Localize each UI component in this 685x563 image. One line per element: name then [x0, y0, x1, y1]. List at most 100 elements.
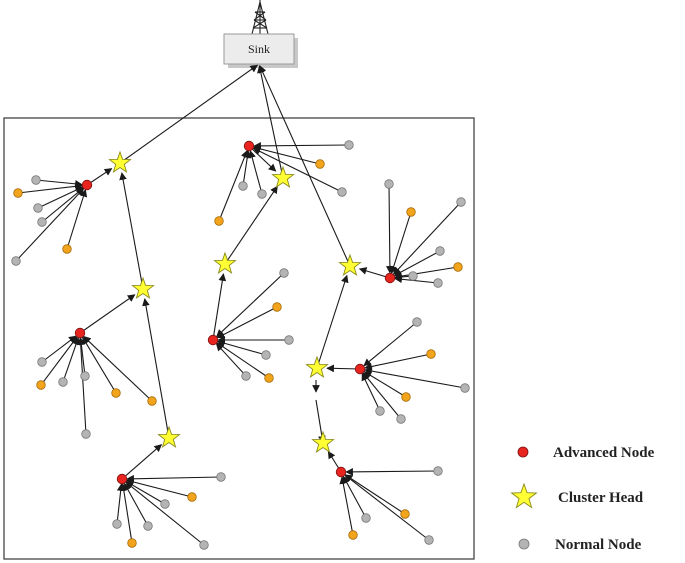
normal-node	[337, 187, 347, 197]
normal-node	[375, 406, 385, 416]
yellow-star-icon	[510, 482, 538, 509]
normal-node	[112, 519, 122, 529]
normal-node	[13, 188, 23, 198]
advanced-node	[81, 179, 93, 191]
normal-node	[456, 197, 466, 207]
head-to-head-link	[142, 298, 170, 439]
normal-node	[257, 189, 267, 199]
normal-node	[400, 509, 410, 519]
normal-node	[62, 244, 72, 254]
normal-node	[199, 540, 209, 550]
sink: Sink	[223, 0, 298, 68]
normal-node	[127, 538, 137, 548]
normal-to-advanced-link	[17, 182, 83, 194]
normal-to-advanced-link	[248, 150, 263, 195]
normal-node	[408, 271, 418, 281]
normal-to-advanced-link	[362, 372, 402, 420]
normal-node	[36, 380, 46, 390]
cluster-head	[108, 150, 132, 173]
normal-to-advanced-link	[392, 201, 462, 275]
sink-box	[223, 33, 295, 65]
normal-to-advanced-link	[40, 336, 78, 386]
normal-to-advanced-link	[216, 306, 278, 339]
normal-node	[37, 357, 47, 367]
normal-to-advanced-link	[126, 474, 222, 483]
head-to-sink-link	[119, 64, 258, 164]
normal-node	[460, 383, 470, 393]
normal-node	[315, 159, 325, 169]
cluster-head	[271, 165, 295, 188]
advanced-to-head-link	[212, 273, 227, 341]
advanced-node	[116, 473, 128, 485]
normal-to-advanced-link	[216, 342, 270, 379]
normal-to-advanced-link	[126, 478, 193, 498]
normal-to-advanced-link	[15, 188, 85, 262]
advanced-node	[335, 466, 347, 478]
normal-node	[435, 246, 445, 256]
normal-node	[37, 217, 47, 227]
normal-to-advanced-link	[252, 147, 343, 193]
normal-node	[31, 175, 41, 185]
advanced-to-head-link	[79, 294, 136, 334]
normal-to-advanced-link	[35, 179, 83, 188]
normal-to-advanced-link	[363, 371, 407, 398]
sensor-field-boundary	[3, 117, 475, 560]
legend-item-normal-node: Normal Node	[518, 537, 642, 553]
normal-node	[424, 535, 434, 545]
cluster-head	[311, 430, 335, 453]
normal-node	[401, 392, 411, 402]
normal-to-advanced-link	[386, 183, 394, 274]
normal-node	[160, 499, 170, 509]
legend: Advanced Node Cluster Head Normal Node	[510, 445, 655, 553]
normal-node	[216, 472, 226, 482]
sink-label: Sink	[248, 42, 270, 56]
advanced-node	[384, 272, 396, 284]
normal-node	[412, 317, 422, 327]
normal-to-advanced-link	[344, 474, 430, 541]
normal-to-advanced-link	[123, 482, 149, 527]
normal-node	[187, 492, 197, 502]
normal-to-advanced-link	[218, 149, 249, 222]
head-to-head-link	[224, 185, 278, 265]
network-links	[15, 64, 466, 546]
legend-item-advanced-node: Advanced Node	[517, 445, 655, 461]
advanced-node	[207, 334, 219, 346]
normal-node	[453, 262, 463, 272]
normal-to-advanced-link	[66, 189, 88, 250]
normal-to-advanced-link	[394, 266, 459, 280]
normal-to-advanced-link	[82, 336, 117, 394]
red-circle-icon	[517, 446, 529, 458]
normal-to-advanced-link	[125, 481, 205, 546]
normal-node	[348, 530, 358, 540]
normal-to-advanced-link	[253, 142, 350, 150]
normal-to-advanced-link	[394, 275, 439, 284]
normal-node	[433, 466, 443, 476]
normal-node	[241, 371, 251, 381]
gray-circle-icon	[518, 538, 530, 550]
normal-to-advanced-link	[339, 476, 354, 536]
head-to-sink-link	[259, 65, 351, 267]
normal-to-advanced-link	[393, 250, 441, 277]
cluster-head	[213, 251, 237, 274]
legend-label-advanced: Advanced Node	[553, 445, 655, 461]
cluster-head	[131, 276, 155, 299]
normal-to-advanced-link	[116, 483, 125, 525]
normal-node	[384, 179, 394, 189]
normal-node	[214, 216, 224, 226]
advanced-to-head-link	[248, 145, 277, 172]
advanced-to-head-link	[326, 364, 361, 373]
normal-node	[284, 335, 294, 345]
normal-to-advanced-link	[216, 272, 285, 338]
normal-node	[147, 396, 157, 406]
normal-to-advanced-link	[364, 367, 466, 389]
legend-item-cluster-head: Cluster Head	[510, 482, 644, 509]
head-to-head-link	[119, 172, 144, 290]
normal-to-advanced-link	[76, 337, 87, 435]
normal-node	[406, 207, 416, 217]
normal-node	[33, 203, 43, 213]
advanced-node	[74, 327, 86, 339]
normal-node	[433, 278, 443, 288]
head-to-sink-link	[257, 65, 284, 179]
